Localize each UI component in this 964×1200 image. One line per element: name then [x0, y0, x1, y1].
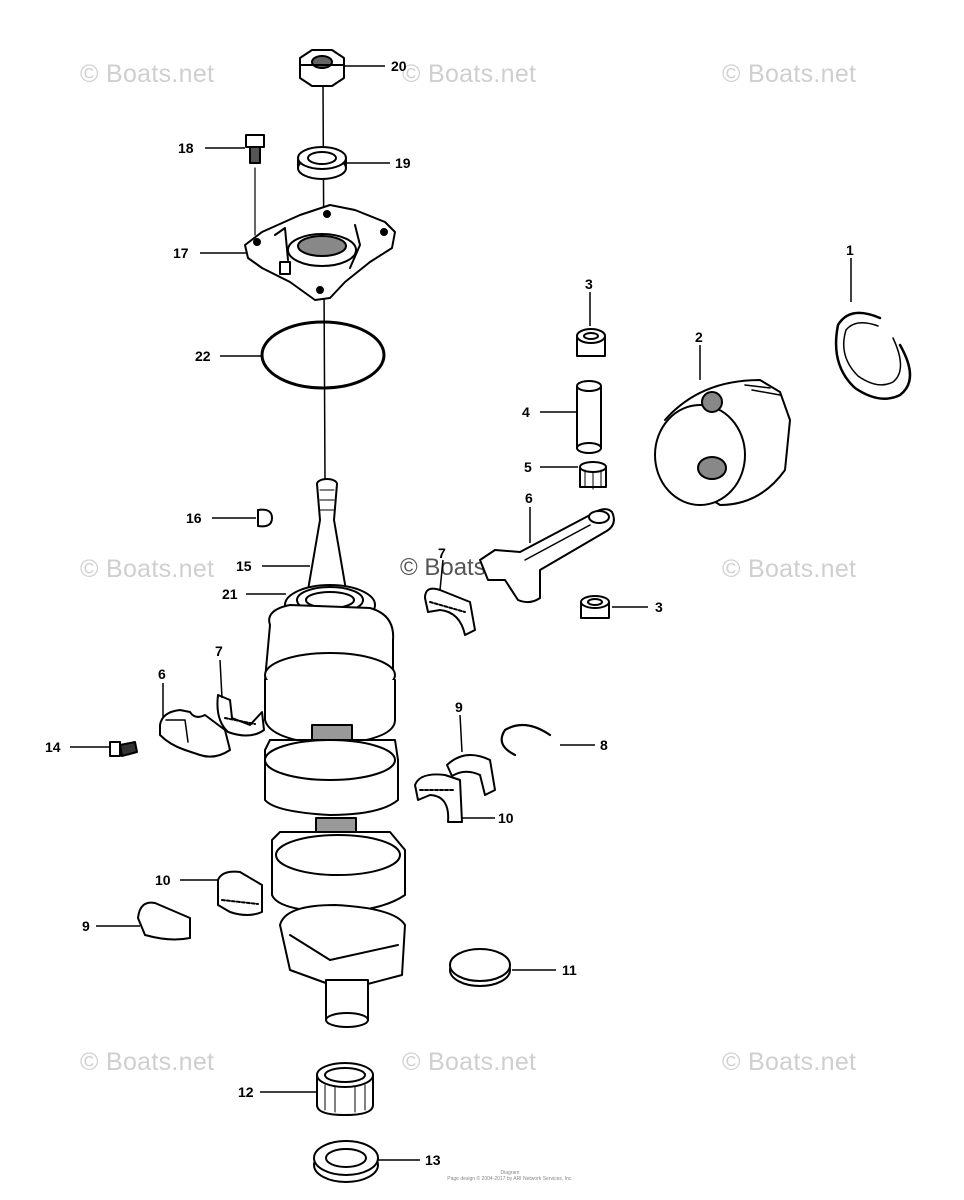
bearing-half-part	[137, 901, 191, 941]
callout-9: 9	[455, 699, 463, 715]
needle-bearing-part	[216, 694, 265, 737]
footer-line-2: Page design © 2004-2017 by ARI Network S…	[447, 1176, 573, 1182]
needle-bearing-part	[576, 328, 606, 357]
bearing-housing-part	[244, 204, 396, 301]
callout-1: 1	[846, 242, 854, 258]
callout-12: 12	[238, 1084, 254, 1100]
rod-cap-part	[159, 709, 231, 758]
callout-9: 9	[82, 918, 90, 934]
watermark: © Boats.net	[722, 555, 857, 583]
callout-22: 22	[195, 348, 211, 364]
piston-part	[654, 379, 791, 506]
piston-pin-part	[576, 380, 602, 454]
callout-19: 19	[395, 155, 411, 171]
callout-7: 7	[215, 643, 223, 659]
footer: Diagram Page design © 2004-2017 by ARI N…	[430, 1170, 590, 1182]
callout-7: 7	[438, 545, 446, 561]
callout-2: 2	[695, 329, 703, 345]
callout-11: 11	[562, 962, 577, 978]
watermark: © Boats.net	[722, 1048, 857, 1076]
watermark: © Boats.net	[402, 1048, 537, 1076]
callout-3: 3	[585, 276, 593, 292]
callout-21: 21	[222, 586, 238, 602]
callout-17: 17	[173, 245, 189, 261]
watermark: © Boats.net	[80, 1048, 215, 1076]
needle-bearing-part	[580, 595, 610, 619]
callout-16: 16	[186, 510, 202, 526]
ring-part	[449, 948, 511, 987]
callout-6: 6	[158, 666, 166, 682]
leader-lines	[70, 65, 852, 1161]
callout-10: 10	[155, 872, 171, 888]
needle-bearing-part	[579, 461, 607, 490]
callout-3: 3	[655, 599, 663, 615]
callout-10: 10	[498, 810, 514, 826]
watermark: © Boats.net	[402, 60, 537, 88]
roller-bearing-part	[316, 1062, 374, 1116]
callout-13: 13	[425, 1152, 441, 1168]
callout-6: 6	[525, 490, 533, 506]
screw-part	[109, 741, 138, 757]
nut-part	[299, 49, 345, 87]
callout-18: 18	[178, 140, 194, 156]
bolt-part	[245, 134, 265, 236]
needle-bearing-part	[217, 870, 263, 916]
needle-bearing-part	[424, 587, 476, 636]
callout-5: 5	[524, 459, 532, 475]
bearing-half-part	[446, 754, 496, 796]
callout-8: 8	[600, 737, 608, 753]
washer-part	[313, 1140, 379, 1183]
callout-15: 15	[236, 558, 252, 574]
needle-bearing-part	[414, 773, 463, 823]
connecting-rod-part	[479, 508, 615, 604]
callout-20: 20	[391, 58, 407, 74]
callout-4: 4	[522, 404, 530, 420]
footer-line-1: Diagram	[500, 1170, 520, 1176]
seal-part	[297, 146, 347, 180]
watermark: © Boats.net	[80, 60, 215, 88]
retaining-ring-part	[500, 723, 552, 757]
piston-ring-part	[834, 311, 912, 400]
callout-labels: 20 19 18 17 22 16 15 21 14 6 7 7 9 8 10 …	[45, 58, 854, 1168]
o-ring-part	[260, 320, 386, 390]
watermark: © Boats.net	[80, 555, 215, 583]
crankshaft-part	[264, 478, 406, 1028]
woodruff-key-part	[257, 508, 273, 528]
watermark: © Boats.net	[722, 60, 857, 88]
callout-14: 14	[45, 739, 61, 755]
